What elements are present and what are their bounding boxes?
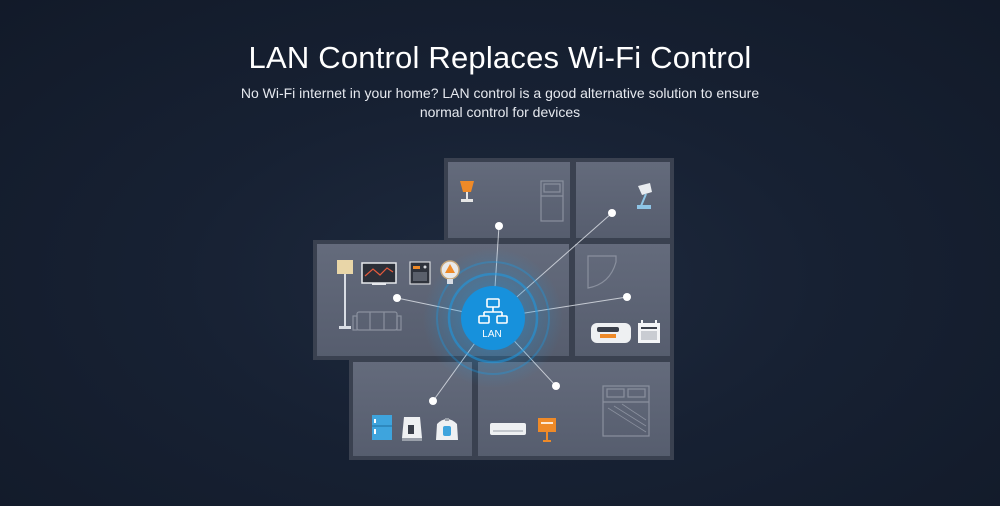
fan-heater-icon <box>440 260 460 284</box>
microwave-icon <box>638 320 660 343</box>
robot-vacuum-icon <box>591 323 631 343</box>
fridge-icon <box>372 415 392 440</box>
page-subtitle: No Wi-Fi internet in your home? LAN cont… <box>220 84 780 122</box>
rice-cooker-icon <box>436 418 458 440</box>
oven-icon <box>409 261 431 285</box>
table-lamp-icon <box>460 181 474 202</box>
sofa-icon <box>352 311 402 331</box>
lan-hub <box>423 248 563 388</box>
network-topology-icon <box>478 298 508 324</box>
desk-lamp-icon <box>637 183 652 209</box>
lan-label: LAN <box>482 329 502 340</box>
bed-icon <box>540 180 564 222</box>
air-conditioner-icon <box>490 423 526 435</box>
smart-plug-icon <box>538 418 556 442</box>
kettle-icon <box>402 417 422 441</box>
subtitle-line-2: normal control for devices <box>419 104 581 120</box>
subtitle-line-1: No Wi-Fi internet in your home? LAN cont… <box>240 85 760 101</box>
connection-dots <box>393 209 631 405</box>
room-kitchen <box>349 358 476 460</box>
page-title: LAN Control Replaces Wi-Fi Control <box>248 40 752 75</box>
floor-lamp-icon <box>337 260 353 329</box>
tv-icon <box>361 262 397 285</box>
double-bed-icon <box>602 385 650 437</box>
bathtub-icon <box>587 255 617 289</box>
room-top-right <box>572 158 674 242</box>
